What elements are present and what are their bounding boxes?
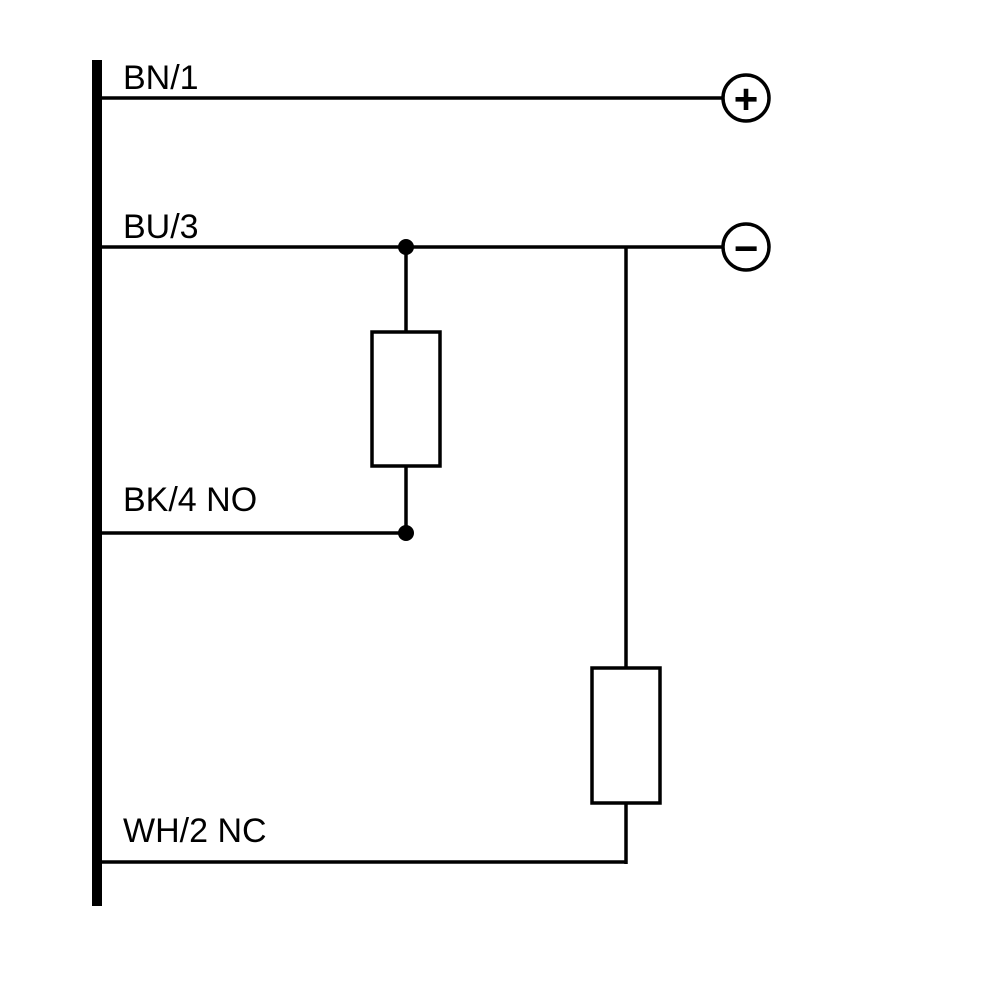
wire-bu3: BU/3 −	[102, 208, 771, 272]
load2-resistor	[590, 666, 662, 805]
minus-terminal-circle	[721, 222, 771, 272]
plus-symbol: +	[734, 76, 759, 123]
plus-terminal-circle	[721, 73, 771, 123]
load1-resistor	[370, 330, 442, 468]
wire-bk4: BK/4 NO	[102, 481, 414, 541]
wire-wh2: WH/2 NC	[102, 812, 626, 864]
wire-bk4-label: BK/4 NO	[123, 481, 257, 519]
load-branch-2	[590, 247, 662, 864]
wire-wh2-label: WH/2 NC	[123, 812, 267, 850]
wire-bn1-label: BN/1	[123, 59, 199, 97]
wire-bu3-label: BU/3	[123, 208, 199, 246]
load-branch-1	[370, 247, 442, 534]
wire-bn1: BN/1 +	[102, 59, 771, 123]
minus-terminal-icon: −	[721, 222, 771, 272]
junction-dot-bk4	[398, 525, 414, 541]
minus-symbol: −	[734, 225, 759, 272]
plus-terminal-icon: +	[721, 73, 771, 123]
diagram-root: BN/1 + BU/3 −	[92, 59, 771, 906]
